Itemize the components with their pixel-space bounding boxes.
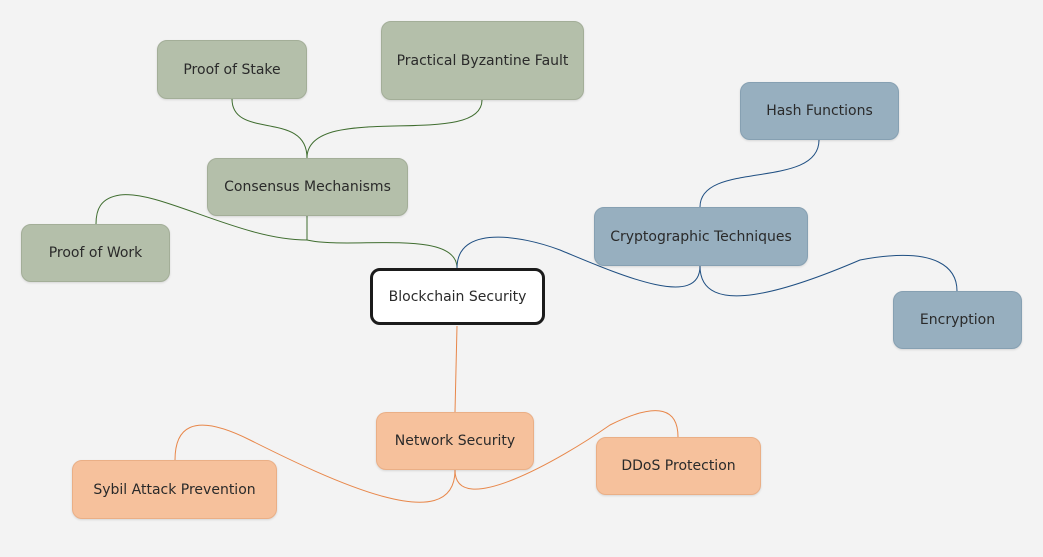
link-consensus-pbft (306, 99, 483, 159)
node-label: Proof of Stake (183, 61, 281, 78)
link-network-ddos (454, 410, 679, 490)
node-ddos-protection[interactable]: DDoS Protection (596, 437, 761, 495)
node-sybil-attack-prevention[interactable]: Sybil Attack Prevention (72, 460, 277, 519)
node-proof-of-work[interactable]: Proof of Work (21, 224, 170, 282)
node-label: Cryptographic Techniques (610, 228, 792, 245)
node-label: Practical Byzantine Fault (396, 52, 569, 69)
node-cryptographic-techniques[interactable]: Cryptographic Techniques (594, 207, 808, 266)
root-node-blockchain-security[interactable]: Blockchain Security (370, 268, 545, 325)
node-label: Consensus Mechanisms (224, 179, 391, 195)
root-node-label: Blockchain Security (388, 288, 527, 305)
link-root-network (454, 325, 458, 413)
node-encryption[interactable]: Encryption (893, 291, 1022, 349)
node-label: DDoS Protection (621, 458, 736, 474)
link-network-sybil (174, 424, 456, 503)
link-consensus-proof-of-stake (231, 98, 308, 159)
link-crypto-encryption (699, 255, 958, 297)
node-label: Proof of Work (48, 245, 143, 261)
node-consensus-mechanisms[interactable]: Consensus Mechanisms (207, 158, 408, 216)
link-crypto-hash (699, 139, 820, 208)
node-label: Network Security (394, 433, 516, 449)
node-practical-byzantine-fault[interactable]: Practical Byzantine Fault (381, 21, 584, 100)
node-network-security[interactable]: Network Security (376, 412, 534, 470)
node-proof-of-stake[interactable]: Proof of Stake (157, 40, 307, 99)
node-hash-functions[interactable]: Hash Functions (740, 82, 899, 140)
node-label: Hash Functions (766, 103, 873, 119)
link-consensus-proof-of-work (95, 194, 308, 241)
node-label: Sybil Attack Prevention (93, 481, 256, 498)
link-root-consensus (306, 216, 458, 269)
link-root-crypto (456, 236, 701, 288)
node-label: Encryption (919, 312, 996, 328)
